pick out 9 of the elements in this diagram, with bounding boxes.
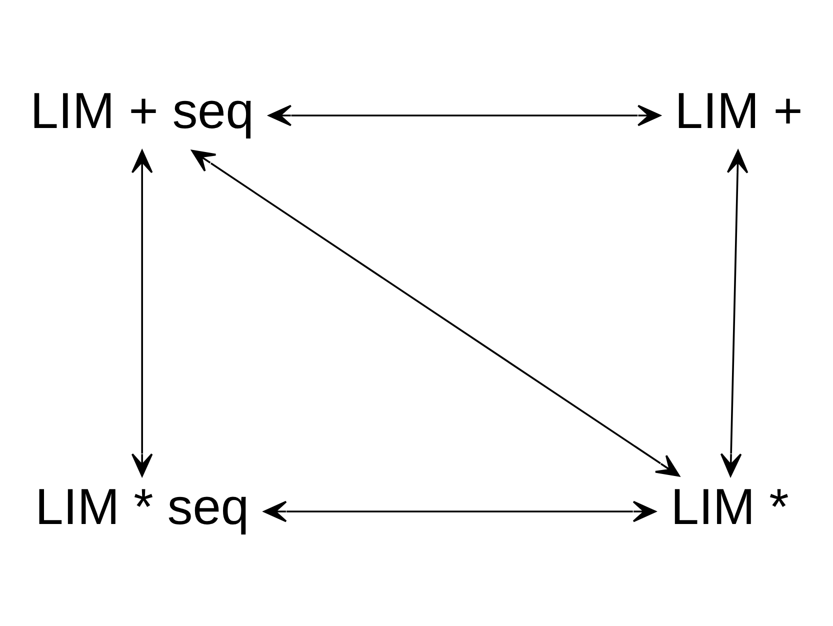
node-text: LIM * seq xyxy=(35,477,250,534)
node-text: LIM + xyxy=(674,81,803,138)
arrow xyxy=(268,104,661,126)
arrow xyxy=(263,500,656,522)
arrow xyxy=(191,149,680,476)
arrow xyxy=(131,149,153,476)
node-text: LIM * xyxy=(670,477,789,534)
arrow xyxy=(720,149,748,476)
node-text: LIM + seq xyxy=(30,81,254,138)
